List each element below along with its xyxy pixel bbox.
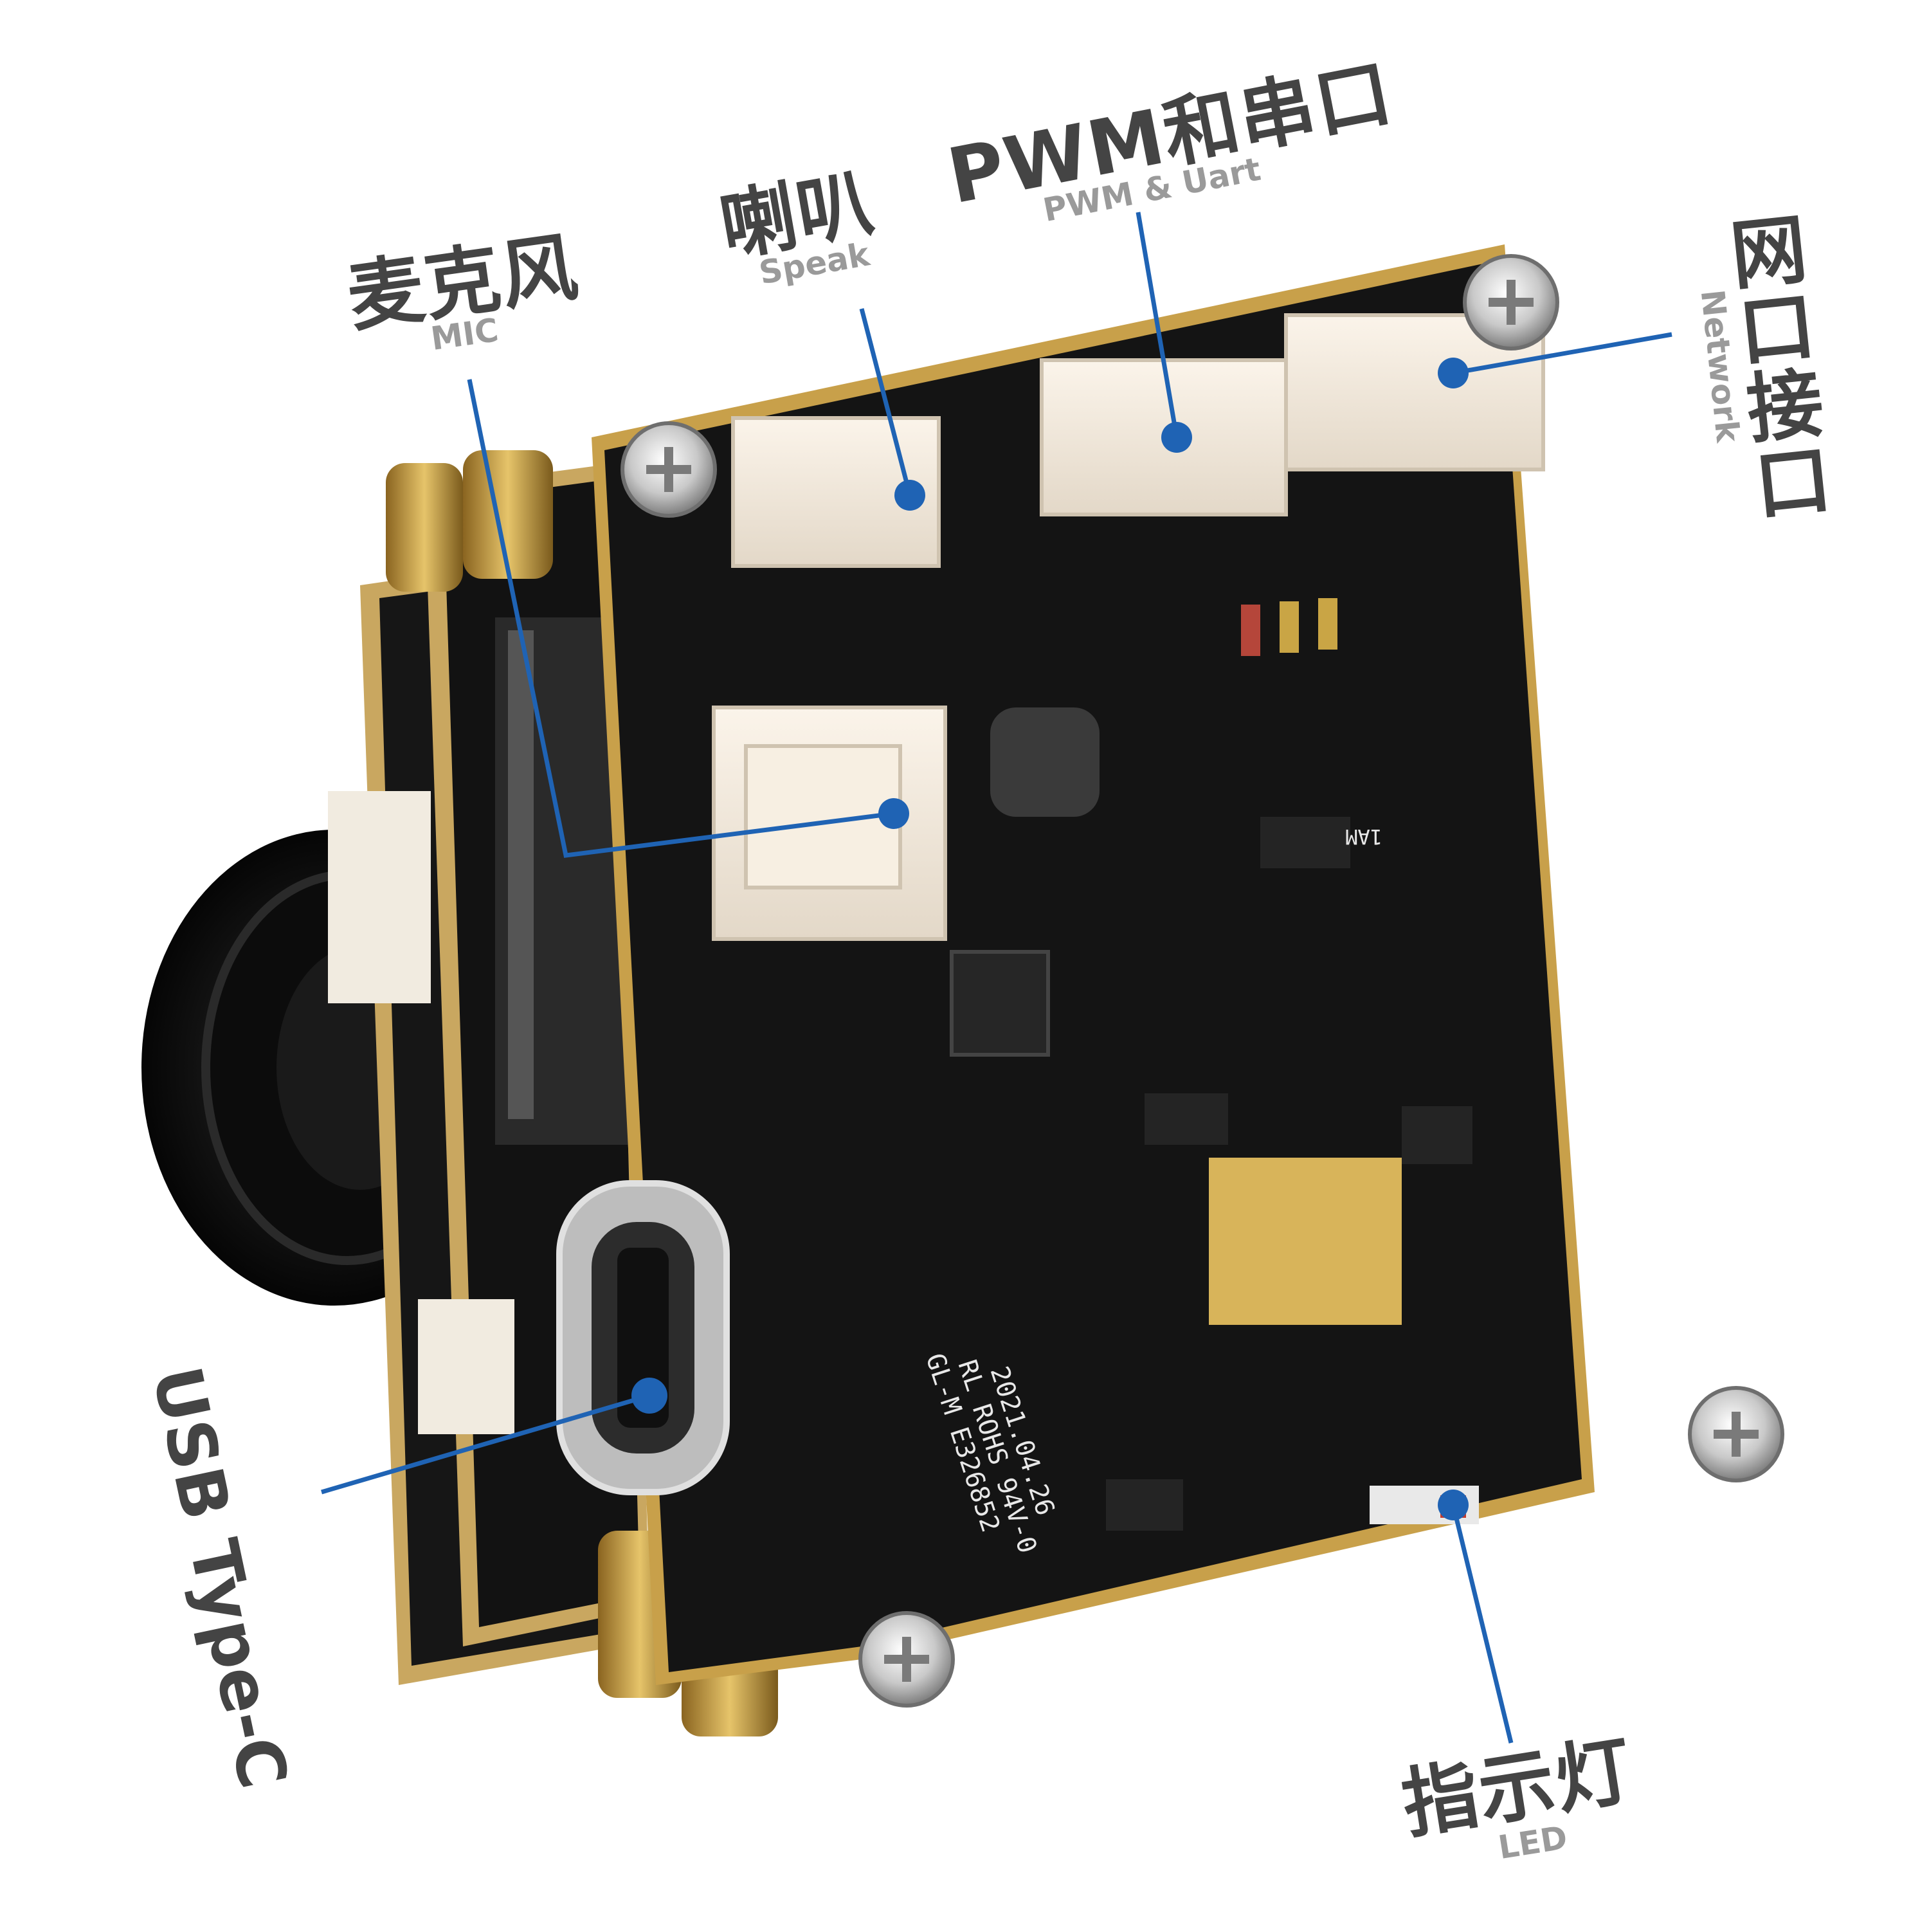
board-components bbox=[950, 598, 1479, 1531]
speak-dot bbox=[894, 480, 925, 511]
mic-sublabel: MIC bbox=[428, 311, 501, 358]
network-leader-line bbox=[1453, 332, 1672, 376]
mic-dot bbox=[878, 798, 909, 829]
led-dot bbox=[1438, 1490, 1469, 1520]
callout-lines bbox=[321, 212, 1672, 1744]
led-leader-line bbox=[1451, 1504, 1514, 1744]
screw-icon bbox=[1688, 1386, 1784, 1482]
usb-dot bbox=[631, 1378, 667, 1414]
screw-icon bbox=[1463, 254, 1559, 351]
screws bbox=[620, 254, 1784, 1708]
network-dot bbox=[1438, 358, 1469, 388]
silkscreen-part-mark: 1AM bbox=[1345, 825, 1382, 849]
screw-icon bbox=[858, 1611, 955, 1708]
screw-icon bbox=[620, 421, 717, 518]
pwm-dot bbox=[1161, 422, 1192, 453]
usb-leader-line bbox=[321, 1393, 650, 1495]
usb-c-port bbox=[556, 1180, 730, 1495]
speak-leader-line bbox=[859, 308, 912, 496]
pwm-leader-line bbox=[1136, 212, 1179, 438]
side-connectors bbox=[328, 791, 514, 1434]
callout-dots bbox=[631, 358, 1469, 1520]
mic-leader-line bbox=[467, 379, 894, 858]
